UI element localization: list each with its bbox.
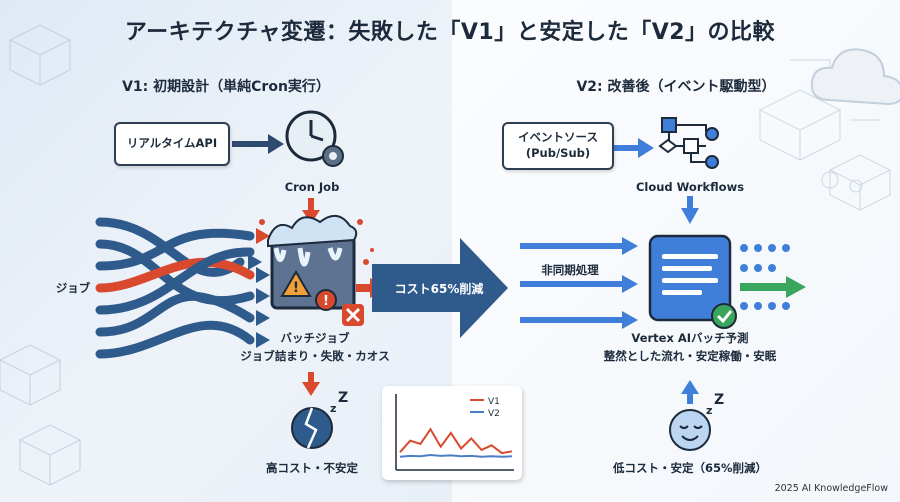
v2-heading: V2: 改善後（イベント駆動型） (576, 79, 776, 95)
happy-sleep-icon: z Z (669, 392, 724, 451)
svg-text:!: ! (323, 294, 329, 309)
cracked-sleep-icon: z Z (291, 390, 348, 449)
event-source-box: イベントソース (Pub/Sub) (502, 122, 614, 170)
decor-cubes-left (0, 24, 82, 486)
v1-heading: V1: 初期設計（単純Cron実行） (122, 79, 330, 95)
async-label: 非同期処理 (541, 263, 599, 277)
event-source-line1: イベントソース (518, 130, 598, 145)
async-arrows (520, 237, 638, 329)
svg-text:Z: Z (338, 390, 348, 406)
footer-credit: 2025 AI KnowledgeFlow (774, 483, 888, 494)
chart-plot: V1 V2 (395, 394, 514, 471)
vertex-label: Vertex AIバッチ予測 (631, 331, 749, 345)
v1-result-label: 高コスト・不安定 (266, 461, 358, 475)
svg-text:Z: Z (714, 392, 724, 408)
realtime-api-box: リアルタイムAPI (114, 122, 230, 166)
output-dots (740, 244, 790, 310)
vertex-desc: 整然とした流れ・安定稼働・安眠 (603, 349, 777, 363)
cron-job-label: Cron Job (284, 180, 340, 194)
batch-job-desc: ジョブ詰まり・失敗・カオス (240, 349, 390, 363)
legend-v2-label: V2 (488, 409, 500, 419)
cost-line-chart: V1 V2 (382, 386, 522, 480)
tangled-job-arrows (95, 217, 255, 359)
workflow-icon (658, 117, 719, 169)
v2-result-label: 低コスト・安定（65%削減） (612, 461, 768, 475)
cloud-icon (810, 48, 900, 106)
jobs-label: ジョブ (55, 281, 91, 295)
svg-text:z: z (706, 404, 712, 417)
clock-gear-icon (285, 110, 344, 167)
event-source-line2: (Pub/Sub) (525, 146, 591, 160)
workflows-label: Cloud Workflows (635, 180, 745, 194)
series-line-v1 (399, 427, 513, 455)
svg-text:z: z (330, 402, 336, 415)
vertex-ai-document-icon (648, 234, 737, 329)
cost-reduction-arrow (372, 238, 508, 338)
page-title: アーキテクチャ変遷：失敗した「V1」と安定した「V2」の比較 (124, 20, 776, 45)
legend-v1-label: V1 (488, 397, 500, 407)
batch-job-label: バッチジョブ (280, 331, 350, 345)
svg-text:!: ! (293, 280, 299, 296)
series-line-v2 (399, 453, 513, 458)
batch-job-box-icon: ! ! (259, 215, 374, 326)
cost-reduction-label: コスト65%削減 (394, 282, 484, 296)
